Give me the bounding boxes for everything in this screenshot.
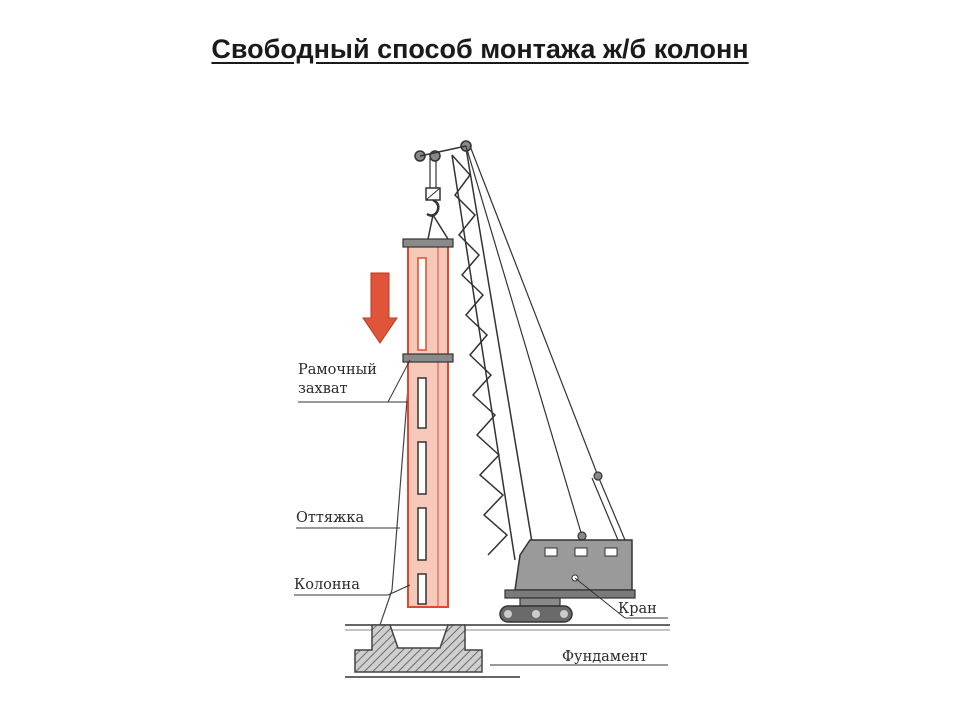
boom-cables <box>465 145 626 541</box>
label-column: Колонна <box>294 577 360 593</box>
label-frame-grip-line1: Рамочный <box>298 362 377 378</box>
crane-body <box>499 539 636 623</box>
crane-hook <box>425 158 449 240</box>
label-crane: Кран <box>618 601 657 617</box>
label-foundation: Фундамент <box>562 649 647 665</box>
diagram-title: Свободный способ монтажа ж/б колонн <box>211 34 749 64</box>
label-guy-rope: Оттяжка <box>296 510 364 526</box>
ground <box>345 624 670 631</box>
crane-boom <box>414 140 536 561</box>
label-frame-grip-line2: захват <box>298 381 348 397</box>
foundation <box>345 624 520 678</box>
guy-rope <box>379 361 411 626</box>
down-arrow-icon <box>362 272 398 344</box>
column <box>407 244 449 608</box>
leader-lines <box>294 359 668 666</box>
